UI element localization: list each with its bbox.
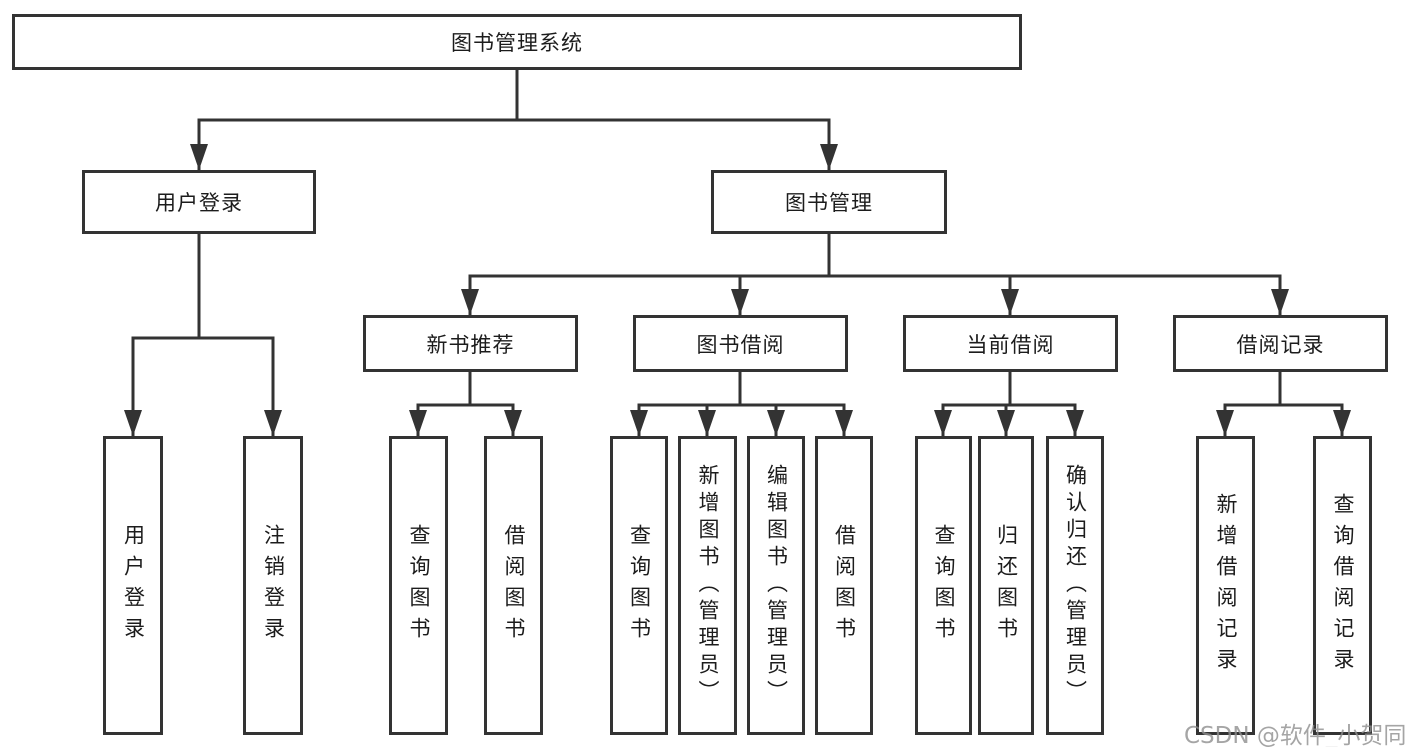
node-new-book-recommend: 新书推荐 [363,315,578,372]
connector [197,118,831,170]
node-book-management: 图书管理 [711,170,947,234]
node-leaf-return-book: 归还图书 [978,436,1034,735]
node-leaf-query-borrow-record: 查询借阅记录 [1313,436,1372,735]
node-leaf-add-book-admin: 新增图书（管理员） [678,436,737,735]
arrowheads [124,144,1351,436]
csdn-watermark: CSDN @软件_小贺同学 [1184,723,1405,747]
node-current-borrow: 当前借阅 [903,315,1118,372]
connector [131,336,275,436]
node-root-library-system: 图书管理系统 [12,14,1022,70]
node-leaf-borrow-book: 借阅图书 [484,436,543,735]
connector [468,274,1282,315]
node-leaf-user-login: 用户登录 [103,436,163,735]
node-leaf-confirm-return-admin: 确认归还（管理员） [1046,436,1104,735]
node-leaf-logout: 注销登录 [243,436,303,735]
node-leaf-borrow-book: 借阅图书 [815,436,873,735]
node-borrow-records: 借阅记录 [1173,315,1388,372]
node-leaf-query-book: 查询图书 [389,436,448,735]
node-leaf-query-book: 查询图书 [915,436,972,735]
node-leaf-add-borrow-record: 新增借阅记录 [1196,436,1255,735]
node-user-login: 用户登录 [82,170,316,234]
node-leaf-query-book: 查询图书 [610,436,668,735]
connector [1223,403,1344,436]
node-leaf-edit-book-admin: 编辑图书（管理员） [747,436,805,735]
connector [416,403,515,436]
node-book-borrow: 图书借阅 [633,315,848,372]
connector [637,403,846,436]
